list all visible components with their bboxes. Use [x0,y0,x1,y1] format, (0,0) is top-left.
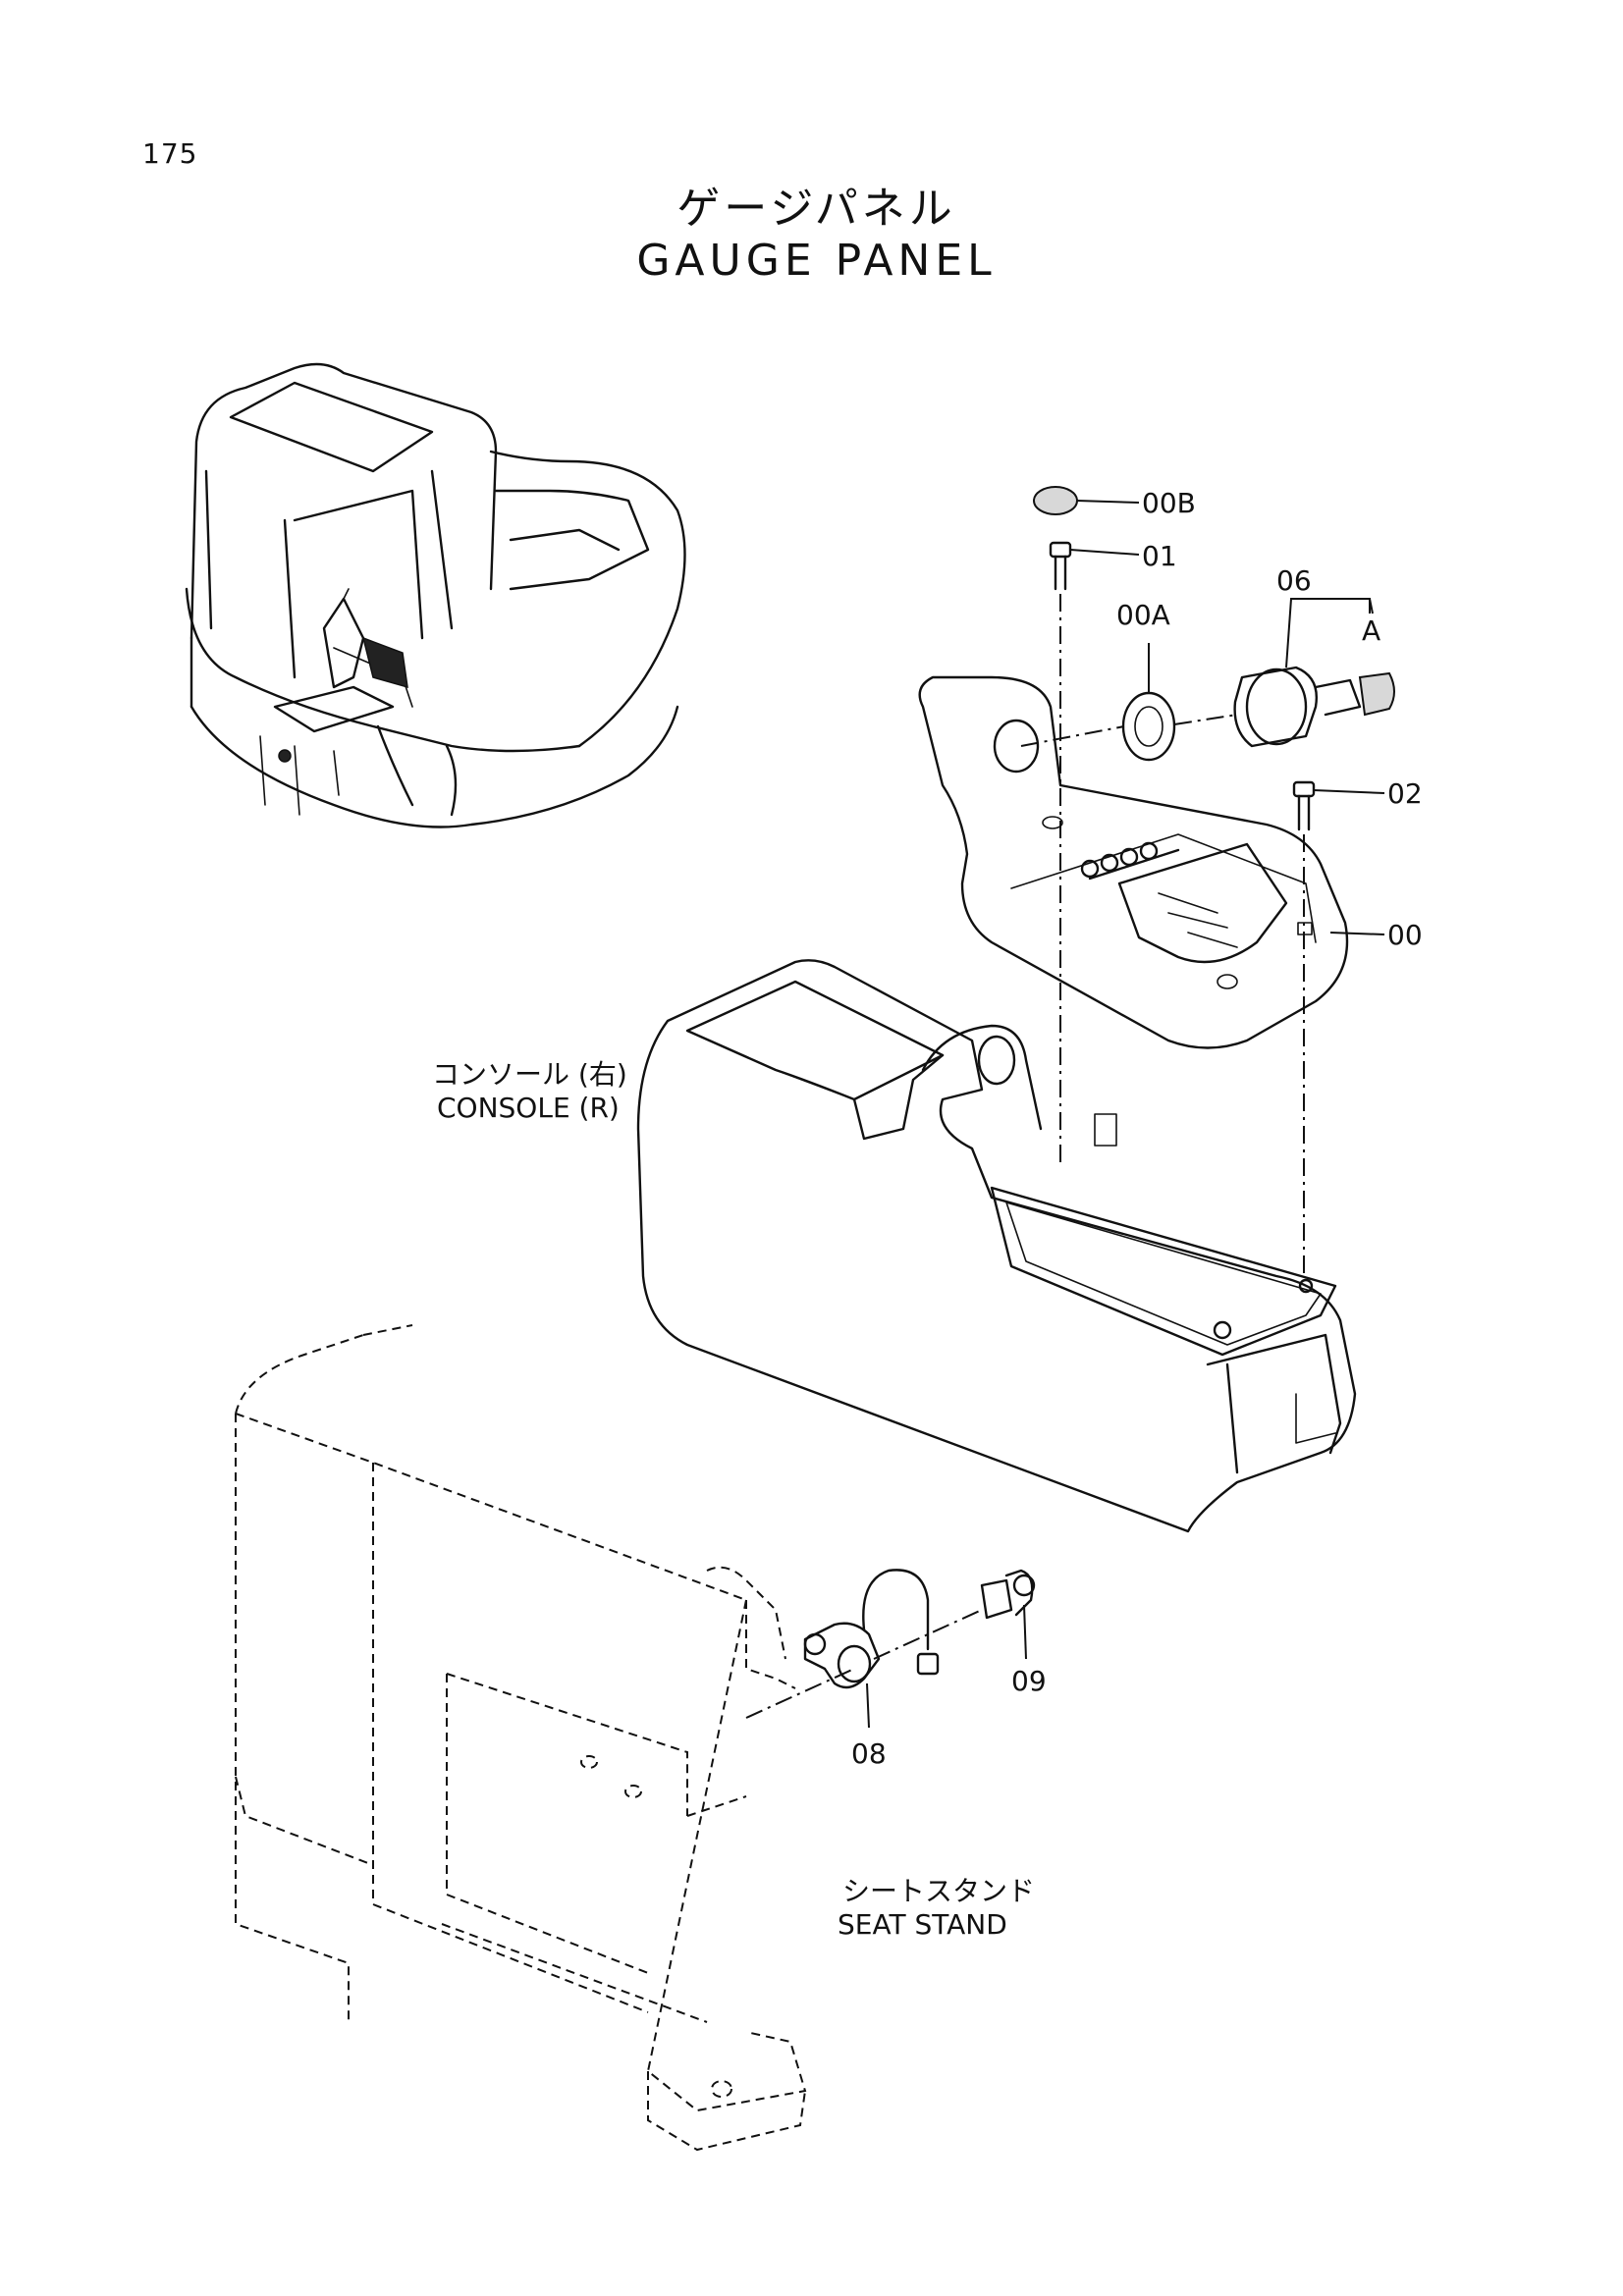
console-right [636,959,1357,1533]
callout-00B: 00B [1142,487,1196,519]
excavator-cab-overview [185,362,686,828]
seat-stand-label-english: SEAT STAND [838,1908,1007,1941]
callout-01: 01 [1142,540,1177,572]
page-number: 175 [142,137,198,170]
callout-00: 00 [1387,919,1423,951]
callout-09: 09 [1011,1665,1047,1697]
callout-02: 02 [1387,777,1423,810]
page-title-japanese: ゲージパネル [676,184,956,234]
console-label-japanese: コンソール (右) [432,1058,627,1091]
callout-A: A [1362,614,1381,647]
console-label-english: CONSOLE (R) [437,1092,620,1124]
gauge-panel-parts [918,486,1395,1276]
callout-00A: 00A [1116,599,1170,631]
callout-06: 06 [1276,564,1312,597]
seat-switch-parts [745,1569,1036,1729]
page-title-english: GAUGE PANEL [636,236,997,286]
seat-stand [235,1324,807,2152]
seat-stand-label-japanese: シートスタンド [842,1875,1036,1907]
callout-08: 08 [851,1737,887,1770]
